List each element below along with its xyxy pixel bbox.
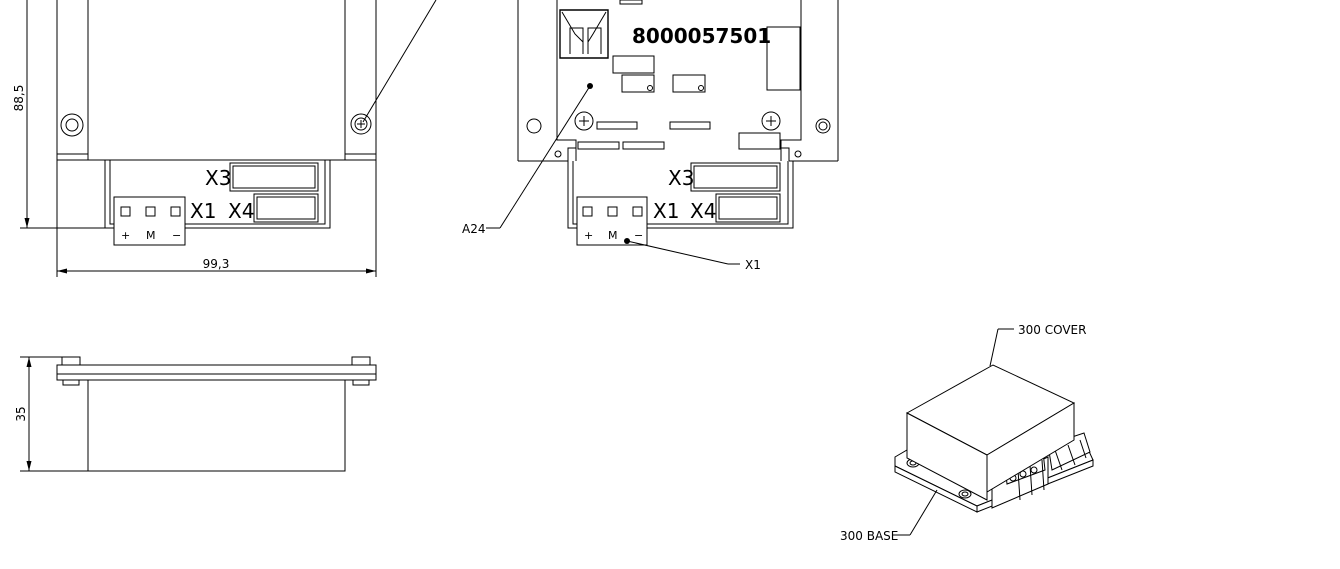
x1-terminal-left [113,196,186,246]
board-pin-minus-label: − [634,229,643,242]
connector-x1-label: X1 [190,199,216,223]
board-pin-plus-label: + [584,229,593,242]
height-dimension: 88,5 [12,85,26,112]
width-dimension: 99,3 [203,257,230,271]
board-connector-x4-label: X4 [690,199,716,223]
connector-x4-label: X4 [228,199,254,223]
base-label: 300 BASE [840,529,898,543]
left-side-view: 35 [14,356,377,472]
isometric-view: 300 COVER 300 BASE [840,323,1094,543]
cover-label: 300 COVER [1018,323,1086,337]
callout-x1: X1 [745,258,761,272]
x1-terminal-board [576,196,648,246]
left-top-view: X3 X1 X4 + M − 88,5 99,3 [12,0,437,277]
board-connector-x3-label: X3 [668,166,694,190]
board-view: 8000057501 X3 X1 X4 + [462,0,839,272]
connector-x3-label: X3 [205,166,231,190]
part-number: 8000057501 [632,24,771,48]
board-connector-x1-label: X1 [653,199,679,223]
depth-dimension: 35 [14,406,28,421]
pin-minus-label: − [172,229,181,242]
callout-a24: A24 [462,222,485,236]
pin-plus-label: + [121,229,130,242]
mount-hole-left [60,113,84,137]
pin-m-label: M [146,229,156,242]
board-pin-m-label: M [608,229,618,242]
screw-right [350,113,372,135]
